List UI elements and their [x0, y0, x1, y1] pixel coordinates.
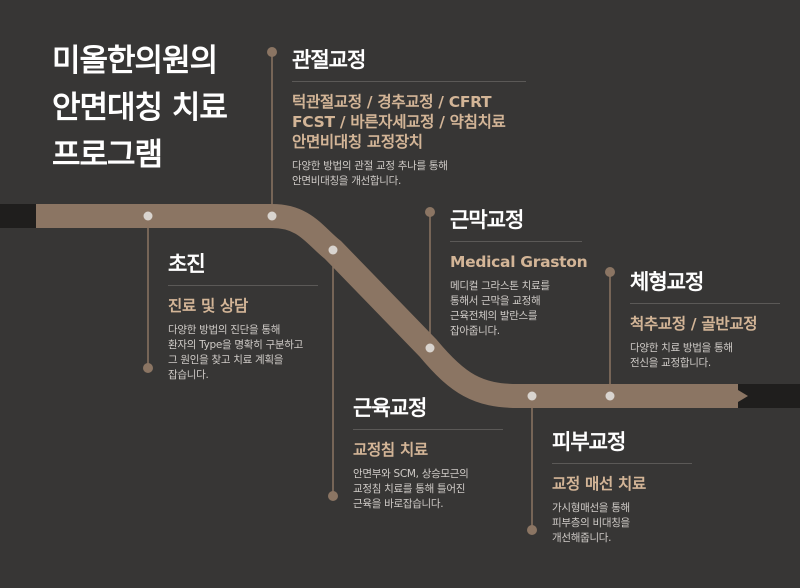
- desc-line: 교정침 치료를 통해 틀어진: [353, 483, 466, 495]
- step-heading: 체형교정: [630, 270, 704, 294]
- road-arrow-head: [728, 384, 748, 408]
- marker-body: [605, 267, 615, 277]
- divider: [552, 463, 692, 464]
- divider: [168, 285, 318, 286]
- step-sub: FCST / 바른자세교정 / 약침치료: [292, 113, 506, 131]
- step-skin: 피부교정 교정 매선 치료 가시형매선을 통해 피부층의 비대칭을 개선해줍니다…: [552, 426, 692, 546]
- step-sub: 교정침 치료: [353, 441, 428, 459]
- marker-initial: [143, 363, 153, 373]
- desc-line: 근육을 바로잡습니다.: [353, 498, 444, 510]
- marker-skin: [527, 525, 537, 535]
- step-sub: 척추교정 / 골반교정: [630, 315, 758, 333]
- step-body: 체형교정 척추교정 / 골반교정 다양한 치료 방법을 통해 전신을 교정합니다…: [630, 266, 780, 371]
- step-desc: 메디컬 그라스톤 치료를 통해서 근막을 교정해 근육전체의 발란스를 잡아줍니…: [450, 279, 582, 339]
- divider: [353, 429, 503, 430]
- desc-line: 안면비대칭을 개선합니다.: [292, 175, 402, 187]
- step-desc: 다양한 치료 방법을 통해 전신을 교정합니다.: [630, 341, 780, 371]
- divider: [630, 303, 780, 304]
- step-heading: 피부교정: [552, 430, 626, 454]
- title-line-1: 미올한의원의: [52, 43, 218, 79]
- step-heading: 근막교정: [450, 208, 524, 232]
- desc-line: 전신을 교정합니다.: [630, 357, 711, 369]
- step-sub: 교정 매선 치료: [552, 475, 646, 493]
- node-muscle: [328, 245, 338, 255]
- desc-line: 그 원인을 찾고 치료 계획을: [168, 354, 284, 366]
- step-heading: 근육교정: [353, 396, 427, 420]
- marker-muscle: [328, 491, 338, 501]
- desc-line: 잡아줍니다.: [450, 325, 500, 337]
- desc-line: 근육전체의 발란스를: [450, 310, 538, 322]
- step-heading: 관절교정: [292, 48, 366, 72]
- desc-line: 피부층의 비대칭을: [552, 517, 630, 529]
- title-line-3: 프로그램: [52, 137, 163, 173]
- desc-line: 통해서 근막을 교정해: [450, 295, 541, 307]
- step-desc: 다양한 방법의 관절 교정 추나를 통해 안면비대칭을 개선합니다.: [292, 159, 526, 189]
- divider: [450, 241, 582, 242]
- step-desc: 가시형매선을 통해 피부층의 비대칭을 개선해줍니다.: [552, 501, 692, 546]
- step-desc: 다양한 방법의 진단을 통해 환자의 Type을 명확히 구분하고 그 원인을 …: [168, 323, 318, 383]
- step-sub: 안면비대칭 교정장치: [292, 133, 423, 151]
- step-desc: 안면부와 SCM, 상승모근의 교정침 치료를 통해 틀어진 근육을 바로잡습니…: [353, 467, 503, 512]
- desc-line: 개선해줍니다.: [552, 532, 612, 544]
- step-initial: 초진 진료 및 상담 다양한 방법의 진단을 통해 환자의 Type을 명확히 …: [168, 248, 318, 383]
- desc-line: 안면부와 SCM, 상승모근의: [353, 468, 469, 480]
- step-sub: Medical Graston: [450, 253, 588, 271]
- marker-joint: [267, 47, 277, 57]
- desc-line: 잡습니다.: [168, 369, 209, 381]
- desc-line: 다양한 치료 방법을 통해: [630, 342, 733, 354]
- step-muscle: 근육교정 교정침 치료 안면부와 SCM, 상승모근의 교정침 치료를 통해 틀…: [353, 392, 503, 512]
- desc-line: 다양한 방법의 진단을 통해: [168, 324, 281, 336]
- desc-line: 다양한 방법의 관절 교정 추나를 통해: [292, 160, 448, 172]
- node-fascia: [425, 343, 435, 353]
- step-sub: 진료 및 상담: [168, 297, 248, 315]
- node-joint: [267, 211, 277, 221]
- desc-line: 가시형매선을 통해: [552, 502, 630, 514]
- step-joint: 관절교정 턱관절교정 / 경추교정 / CFRT FCST / 바른자세교정 /…: [292, 44, 526, 189]
- node-initial: [143, 211, 153, 221]
- divider: [292, 81, 526, 82]
- marker-fascia: [425, 207, 435, 217]
- title-line-2: 안면대칭 치료: [52, 90, 228, 126]
- desc-line: 메디컬 그라스톤 치료를: [450, 280, 550, 292]
- step-fascia: 근막교정 Medical Graston 메디컬 그라스톤 치료를 통해서 근막…: [450, 204, 588, 339]
- node-skin: [527, 391, 537, 401]
- desc-line: 환자의 Type을 명확히 구분하고: [168, 339, 303, 351]
- step-sub: 턱관절교정 / 경추교정 / CFRT: [292, 93, 492, 111]
- step-heading: 초진: [168, 252, 206, 276]
- node-body: [605, 391, 615, 401]
